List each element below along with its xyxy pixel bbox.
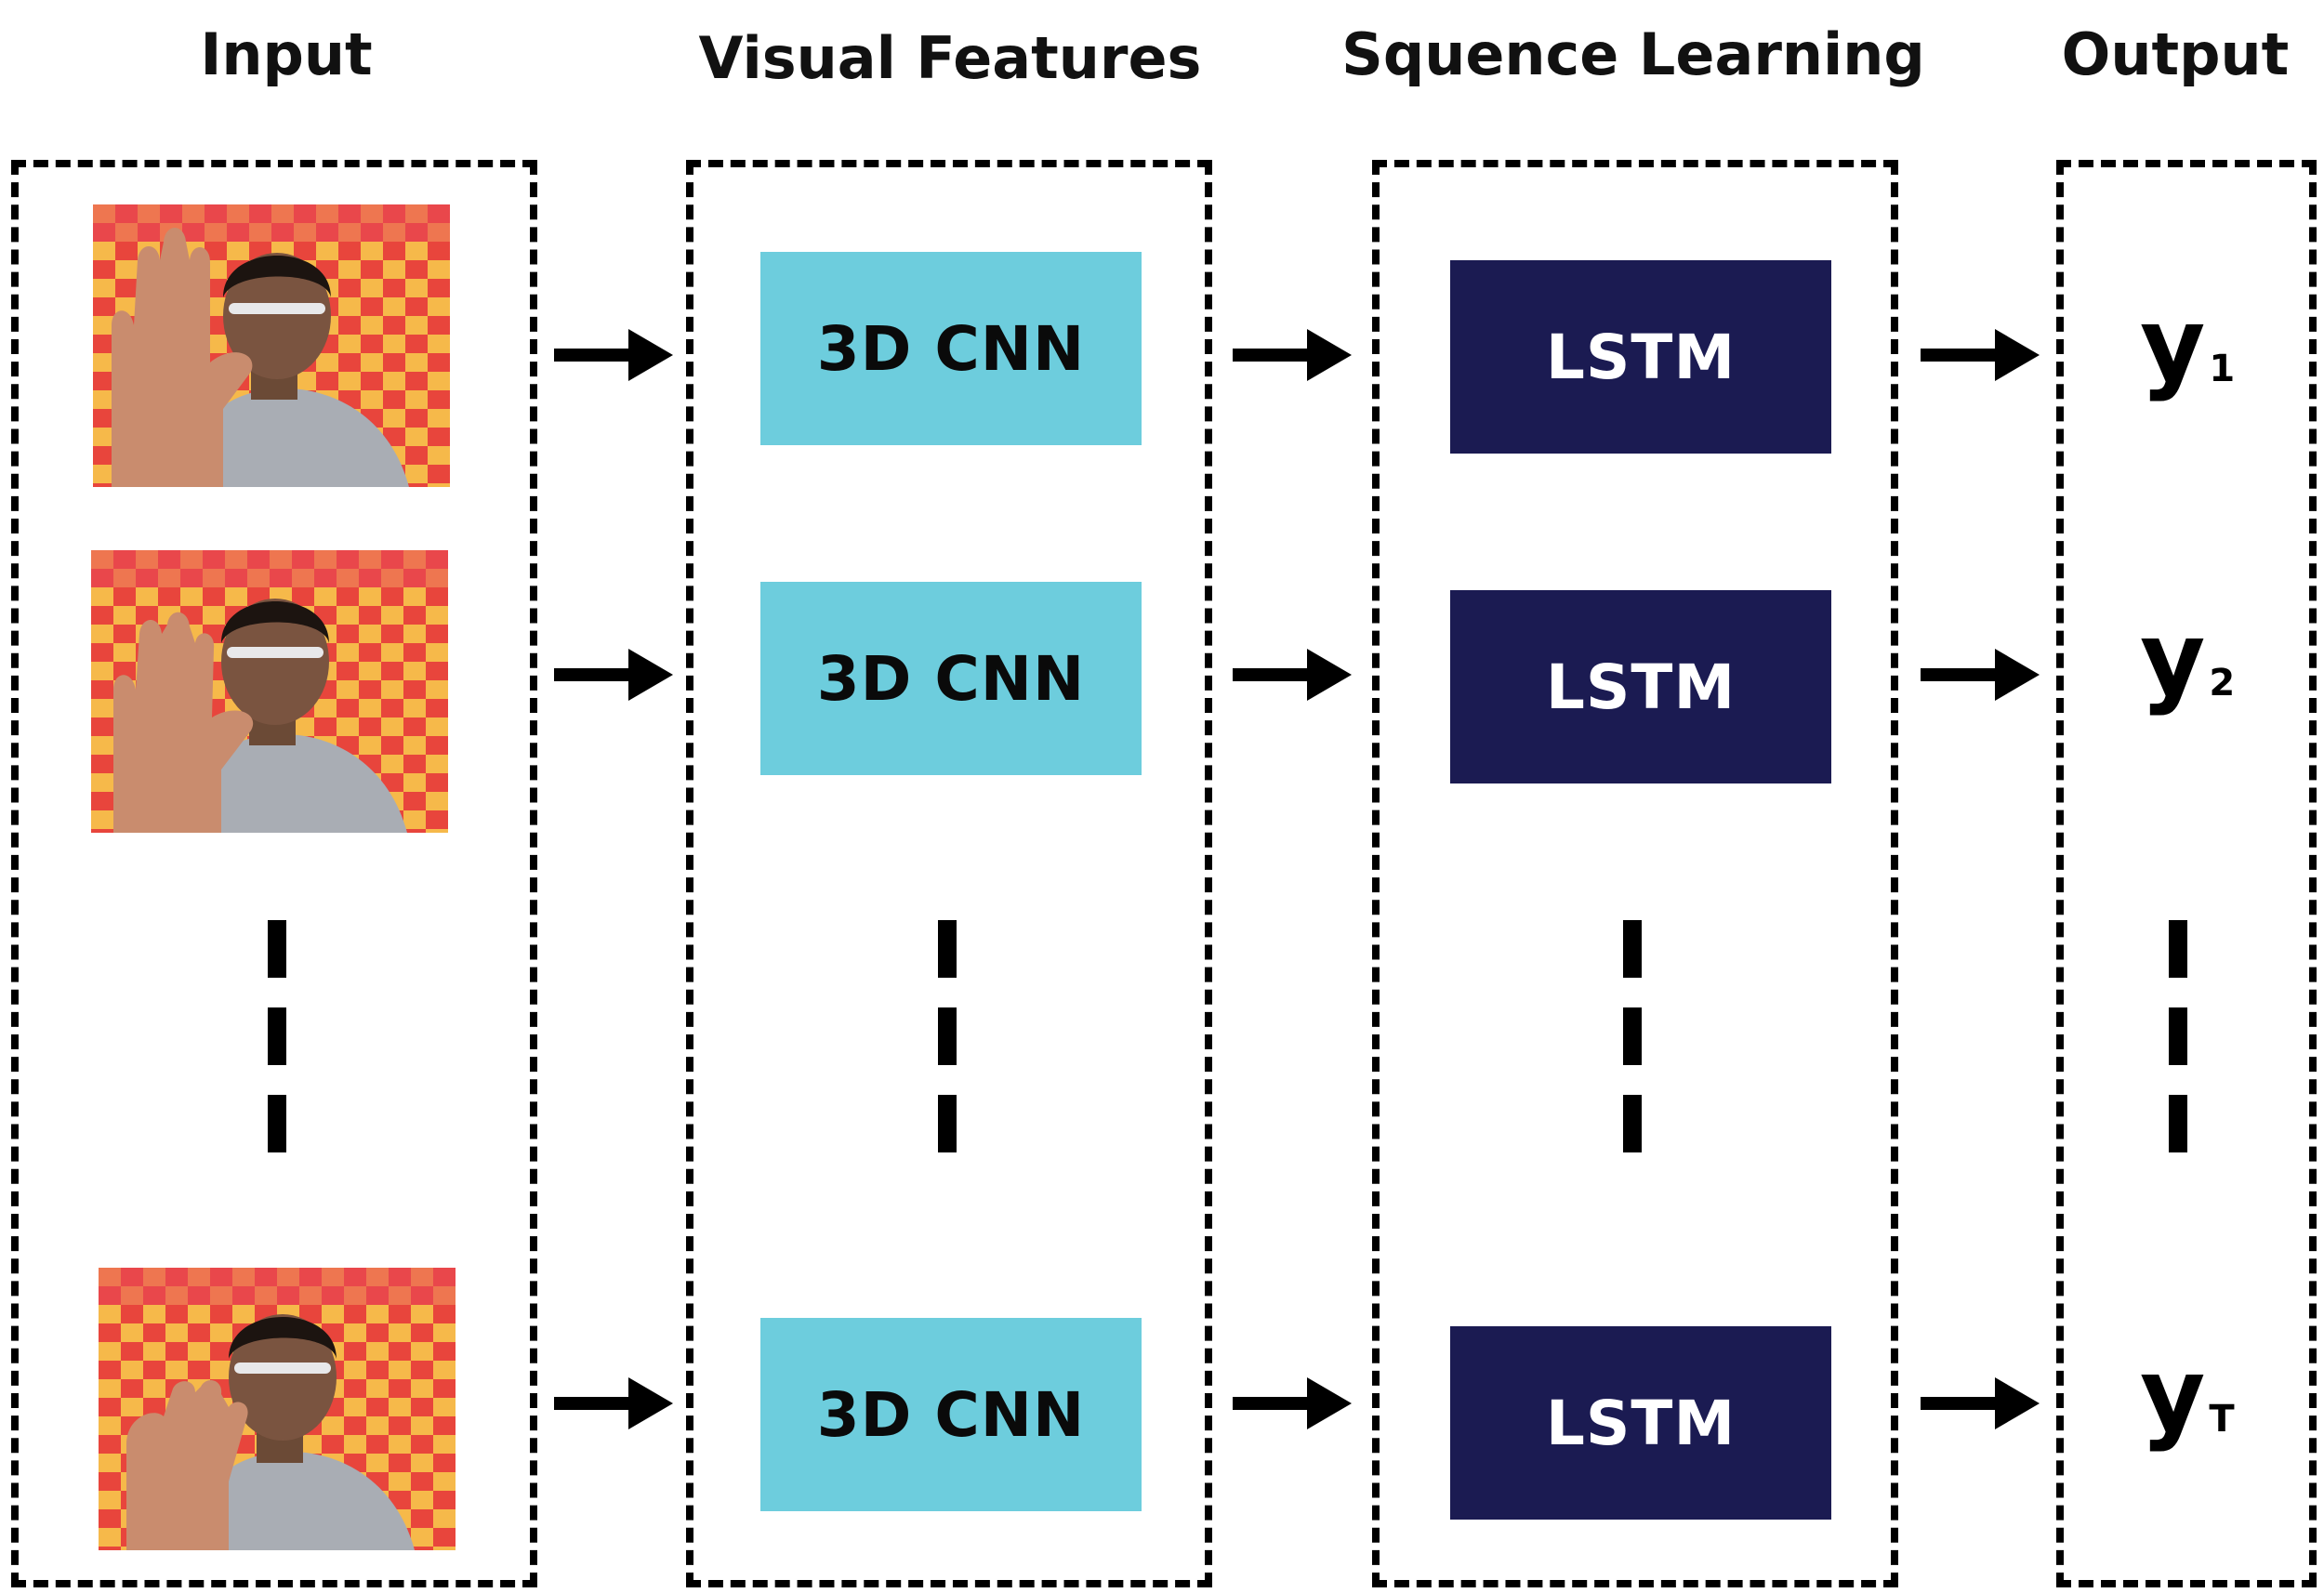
lstm-block-1: LSTM	[1450, 260, 1831, 454]
lstm-block-t: LSTM	[1450, 1326, 1831, 1520]
right-arrow-icon	[1921, 329, 2040, 381]
cnn-block-1: 3D CNN	[760, 252, 1142, 445]
output-yt-symbol: y	[2140, 1337, 2206, 1454]
right-arrow-icon	[1233, 649, 1352, 701]
output-y2-subscript: 2	[2209, 662, 2236, 704]
right-arrow-icon	[554, 649, 673, 701]
input-frame-t-image	[99, 1268, 456, 1550]
sequence-learning-panel	[1372, 160, 1898, 1587]
right-arrow-icon	[554, 1377, 673, 1429]
right-arrow-icon	[1921, 649, 2040, 701]
output-column-title: Output	[2061, 20, 2290, 88]
output-yt-subscript: T	[2209, 1398, 2235, 1441]
input-frame-1-image	[93, 204, 450, 487]
right-arrow-icon	[554, 329, 673, 381]
input-panel	[11, 160, 537, 1587]
visual-features-column-title: Visual Features	[698, 24, 1202, 92]
cnn-block-t: 3D CNN	[760, 1318, 1142, 1511]
sequence-vertical-ellipsis-icon	[1623, 920, 1642, 1152]
output-panel	[2056, 160, 2317, 1587]
output-y1-subscript: 1	[2209, 348, 2236, 390]
input-vertical-ellipsis-icon	[268, 920, 286, 1152]
input-column-title: Input	[200, 20, 373, 88]
output-y2-symbol: y	[2140, 601, 2206, 718]
output-y1-symbol: y	[2140, 287, 2206, 403]
right-arrow-icon	[1921, 1377, 2040, 1429]
features-vertical-ellipsis-icon	[938, 920, 957, 1152]
lstm-block-2: LSTM	[1450, 590, 1831, 783]
input-frame-2-image	[91, 550, 448, 833]
right-arrow-icon	[1233, 329, 1352, 381]
output-vertical-ellipsis-icon	[2169, 920, 2187, 1152]
cnn-block-2: 3D CNN	[760, 582, 1142, 775]
visual-features-panel	[686, 160, 1212, 1587]
right-arrow-icon	[1233, 1377, 1352, 1429]
sequence-learning-column-title: Squence Learning	[1341, 20, 1925, 88]
